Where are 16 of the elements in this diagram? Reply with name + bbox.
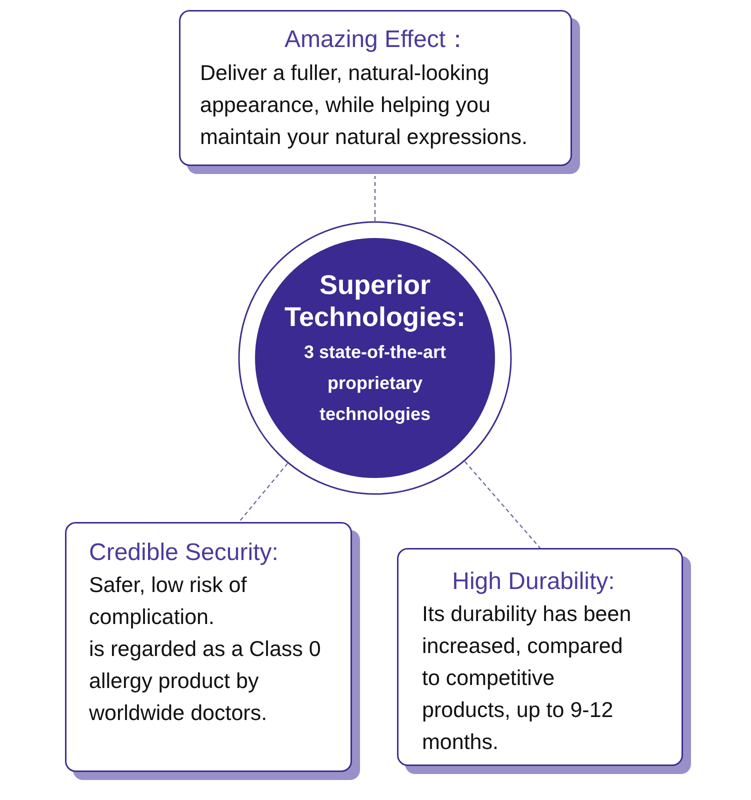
connector-line — [238, 463, 288, 522]
connector-line — [374, 176, 376, 221]
card-title: Credible Security: — [89, 538, 280, 568]
circle-text: 3 state-of-the-art proprietary technologies — [302, 341, 447, 426]
card-text: Safer, low risk of complication. — [89, 572, 248, 631]
card-title: High Durability: — [451, 567, 616, 597]
card-text: is regarded as a Class 0 allergy product by worldwide doctors. — [89, 636, 322, 727]
circle-title: Superior Technologies: — [283, 269, 466, 333]
technology-circle — [238, 221, 512, 495]
text-card — [179, 10, 580, 174]
card-text: Its durability has been increased, compared to competitive products, up to 9-12 months. — [422, 601, 632, 756]
card-title: Amazing Effect： — [284, 25, 470, 55]
text-card — [65, 522, 360, 780]
text-card — [397, 548, 691, 774]
card-text: Deliver a fuller, natural-looking appearance, while helping you maintain your natural expressions. — [200, 60, 528, 151]
connector-line — [464, 461, 540, 548]
